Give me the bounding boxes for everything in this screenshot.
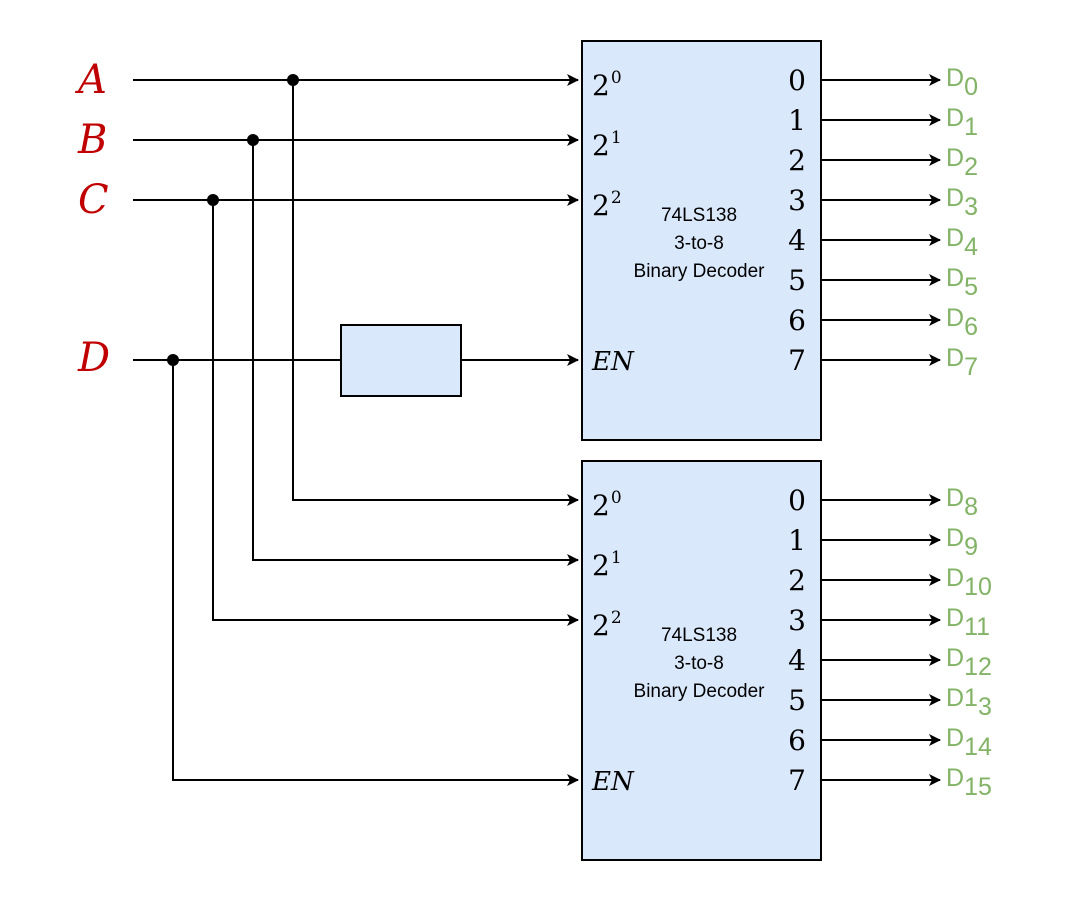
junction-c (207, 194, 219, 206)
output-label-d15: D15 (946, 764, 992, 801)
input-label-c: C (78, 177, 109, 223)
chip1-out-pin-5: 5 (788, 264, 806, 297)
chip2-out-pin-1: 1 (788, 524, 806, 557)
chip1-desc1: 3-to-8 (674, 233, 724, 254)
output-label-d8: D8 (946, 484, 978, 521)
chip1-out-pin-2: 2 (788, 144, 806, 177)
chip2-pin-2-0: 20 (592, 488, 622, 522)
input-label-b: B (77, 117, 107, 163)
chip2-desc1: 3-to-8 (674, 653, 724, 674)
output-label-d0: D0 (946, 64, 978, 101)
output-label-d13: D13 (946, 684, 992, 721)
output-label-d6: D6 (946, 304, 978, 341)
chip2-out-pin-5: 5 (788, 684, 806, 717)
chip2-out-pin-4: 4 (788, 644, 806, 677)
chip2-pin-2-1: 21 (592, 548, 622, 582)
inverter-box (340, 324, 462, 397)
output-label-d14: D14 (946, 724, 992, 761)
chip1-name: 74LS138 (661, 205, 737, 226)
chip1-out-pin-1: 1 (788, 104, 806, 137)
junction-a (287, 74, 299, 86)
output-label-d7: D7 (946, 344, 978, 381)
wire-b-chip2 (252, 140, 579, 566)
output-label-d9: D9 (946, 524, 978, 561)
wire-a-chip2 (292, 80, 579, 506)
chip1-out-pin-7: 7 (788, 344, 806, 377)
input-label-d: D (77, 335, 110, 381)
chip1-out-pin-0: 0 (788, 64, 806, 97)
junction-d (167, 354, 179, 366)
junction-b (247, 134, 259, 146)
output-label-d11: D11 (946, 604, 990, 641)
chip1-out-pin-6: 6 (788, 304, 806, 337)
output-label-d4: D4 (946, 224, 978, 261)
chip1-pin-en: EN (591, 347, 635, 377)
decoder-chip-1 (581, 40, 822, 441)
chip2-out-pin-7: 7 (788, 764, 806, 797)
output-label-d5: D5 (946, 264, 978, 301)
chip2-name: 74LS138 (661, 625, 737, 646)
chip2-pin-2-2: 22 (592, 608, 622, 642)
output-label-d1: D1 (946, 104, 978, 141)
chip1-pin-2-0: 20 (592, 68, 622, 102)
wire-c-chip2 (212, 200, 579, 626)
output-label-d2: D2 (946, 144, 978, 181)
chip2-out-pin-6: 6 (788, 724, 806, 757)
output-label-d3: D3 (946, 184, 978, 221)
output-label-d10: D10 (946, 564, 992, 601)
chip1-out-pin-3: 3 (788, 184, 806, 217)
chip1-pin-2-2: 22 (592, 188, 622, 222)
chip2-out-pin-2: 2 (788, 564, 806, 597)
input-label-a: A (74, 57, 107, 103)
chip2-desc2: Binary Decoder (634, 681, 766, 702)
chip1-desc2: Binary Decoder (634, 261, 766, 282)
chip2-pin-en: EN (591, 767, 635, 797)
chip2-out-pin-0: 0 (788, 484, 806, 517)
chip1-pin-2-1: 21 (592, 128, 622, 162)
chip1-out-pin-4: 4 (788, 224, 806, 257)
output-label-d12: D12 (946, 644, 992, 681)
decoder-chip-2 (581, 460, 822, 861)
chip2-out-pin-3: 3 (788, 604, 806, 637)
wire-d-en2 (172, 360, 579, 786)
